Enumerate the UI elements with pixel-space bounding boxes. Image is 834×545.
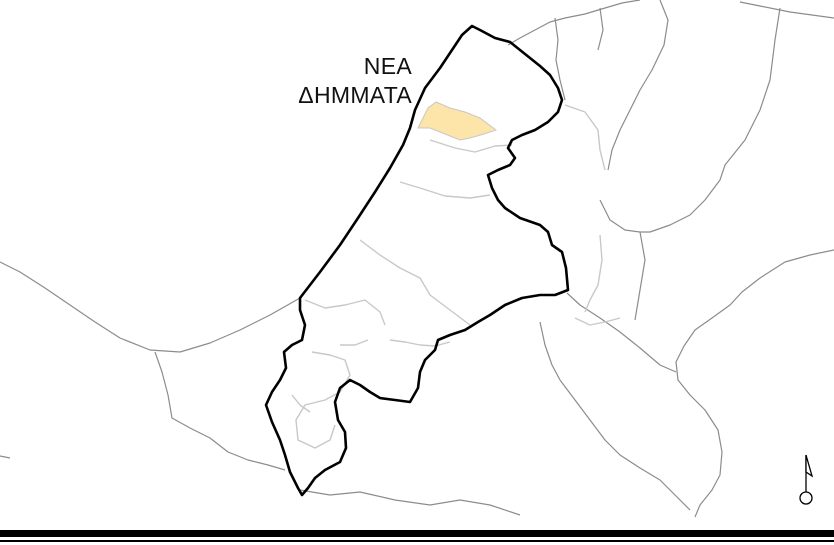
inner-boundary-4 — [304, 299, 386, 326]
inner-boundary-8 — [291, 339, 369, 413]
east-boundary-2 — [675, 249, 834, 518]
inner-boundary-6 — [295, 351, 351, 449]
southeast-boundary — [566, 292, 677, 373]
inner-boundaries — [291, 104, 621, 449]
south-east-lower — [559, 379, 691, 511]
inner-boundary-5 — [389, 339, 451, 347]
region-outline[interactable] — [264, 24, 570, 497]
south-boundary — [299, 489, 521, 516]
bottom-border-thick — [0, 530, 834, 537]
east-boundary — [640, 7, 781, 233]
middle-boundary — [599, 199, 646, 321]
inner-boundary-7 — [574, 234, 621, 326]
inner-boundary-2 — [399, 181, 491, 199]
southwest-boundary — [0, 351, 286, 471]
inner-boundary-3 — [359, 239, 471, 326]
place-label-line2: ΔΗΜΜΑΤΑ — [298, 82, 412, 108]
place-label: ΝΕΑ ΔΗΜΜΑΤΑ — [298, 52, 412, 110]
highlighted-municipality[interactable] — [417, 101, 498, 141]
coastline-boundary — [0, 261, 301, 353]
north-arrow-icon — [799, 454, 814, 505]
inner-boundary-1 — [429, 104, 606, 171]
place-label-line1: ΝΕΑ — [363, 53, 412, 79]
bottom-border-thin — [0, 540, 834, 542]
north-boundary — [507, 0, 834, 46]
northeast-boundary — [554, 0, 669, 171]
coast-east-boundary — [539, 321, 561, 381]
outer-boundaries — [0, 0, 834, 518]
